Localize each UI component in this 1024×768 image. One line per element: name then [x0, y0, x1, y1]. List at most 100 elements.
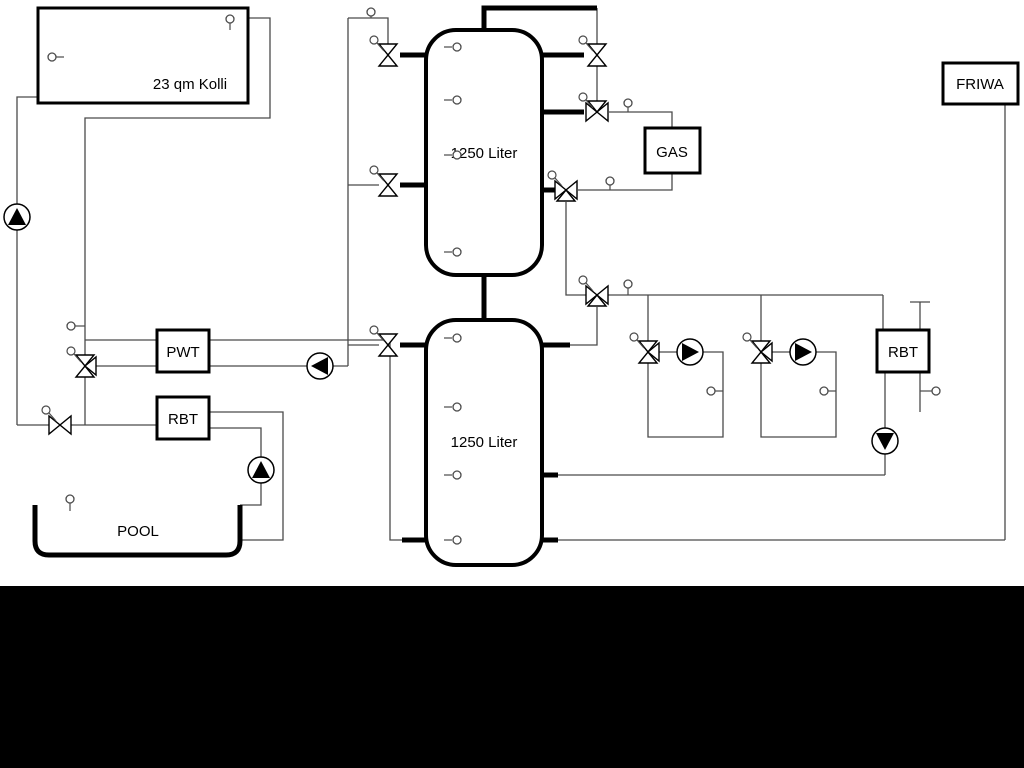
- valve-actuator-icon: [742, 332, 752, 342]
- tank1-mid-left-valve-icon: [377, 173, 399, 187]
- pump-direction-icon: [311, 357, 328, 375]
- tank1-top-right-valve-icon: [586, 53, 608, 67]
- distribution-three-way-valve-icon: [595, 284, 609, 306]
- gas-return-three-way-valve-icon: [555, 188, 577, 202]
- pool-label: POOL: [117, 523, 159, 540]
- temperature-sensor-icon: [452, 42, 462, 52]
- valve-actuator-stem: [585, 282, 594, 292]
- gas-supply-three-way-valve-icon: [586, 100, 608, 114]
- pipe: [760, 351, 837, 438]
- temperature-sensor-icon: [452, 333, 462, 343]
- valve-actuator-icon: [66, 346, 76, 356]
- heat-exchanger-rbt-right: RBT: [875, 328, 931, 374]
- temperature-sensor-icon: [605, 176, 615, 186]
- valve-actuator-stem: [636, 339, 645, 349]
- solar-three-way-valve-icon: [74, 364, 96, 378]
- gas-supply-three-way-valve-icon: [595, 101, 609, 123]
- valve-actuator-stem: [749, 339, 758, 349]
- valve-actuator-icon: [369, 325, 379, 335]
- pump-direction-icon: [876, 433, 894, 450]
- valve-actuator-icon: [41, 405, 51, 415]
- friwa-label: FRIWA: [956, 76, 1004, 93]
- tank2-top-left-valve-icon: [377, 343, 399, 357]
- pool-supply-valve-icon: [48, 414, 62, 436]
- gas-supply-three-way-valve-icon: [585, 101, 599, 123]
- temperature-sensor-icon: [452, 95, 462, 105]
- temperature-sensor-icon: [47, 52, 57, 62]
- temperature-sensor-icon: [452, 470, 462, 480]
- pipe: [84, 17, 271, 340]
- friwa-station: FRIWA: [941, 61, 1020, 106]
- tank1-top-left-valve-icon: [377, 53, 399, 67]
- hydraulic-schematic: 23 qm Kolli 1250 Liter 1250 Liter GAS FR: [0, 0, 1024, 586]
- valve-actuator-stem: [585, 99, 594, 109]
- pipe: [570, 307, 598, 346]
- gas-boiler: GAS: [643, 126, 702, 175]
- valve-actuator-icon: [547, 170, 557, 180]
- temperature-sensor-icon: [706, 386, 716, 396]
- pipe: [578, 173, 673, 191]
- temperature-sensor-icon: [66, 321, 76, 331]
- valve-actuator-icon: [369, 35, 379, 45]
- pump-direction-icon: [252, 461, 270, 478]
- temperature-sensor-icon: [225, 14, 235, 24]
- pipe: [647, 351, 724, 438]
- circuit-1-mixing-valve-icon: [637, 340, 659, 354]
- temperature-sensor-icon: [623, 279, 633, 289]
- gas-return-three-way-valve-icon: [554, 179, 568, 201]
- temperature-sensor-icon: [623, 98, 633, 108]
- circuit-2-mixing-valve-icon: [759, 341, 773, 363]
- temperature-sensor-icon: [452, 247, 462, 257]
- circuit-2-mixing-valve-icon: [750, 350, 772, 364]
- pump-direction-icon: [682, 343, 699, 361]
- tank2-top-left-valve-icon: [377, 333, 399, 347]
- valve-actuator-stem: [554, 177, 563, 187]
- schematic-canvas: 23 qm Kolli 1250 Liter 1250 Liter GAS FR: [3, 5, 1020, 567]
- pipe: [16, 96, 38, 425]
- heat-exchanger-pwt: PWT: [155, 328, 211, 374]
- temperature-sensor-icon: [366, 7, 376, 17]
- buffer-tank-1: 1250 Liter: [424, 28, 544, 277]
- valve-actuator-icon: [578, 275, 588, 285]
- valve-actuator-stem: [376, 172, 385, 182]
- solar-three-way-valve-icon: [83, 355, 97, 377]
- circuit-2-mixing-valve-icon: [750, 340, 772, 354]
- circuit-1-mixing-valve-icon: [646, 341, 660, 363]
- valve-actuator-icon: [578, 35, 588, 45]
- temperature-sensor-icon: [931, 386, 941, 396]
- pipe: [565, 202, 586, 296]
- temperature-sensor-icon: [65, 494, 75, 504]
- tank1-top-right-valve-icon: [586, 43, 608, 57]
- buffer-tank-1-label: 1250 Liter: [451, 145, 518, 162]
- pool-basin: POOL: [32, 505, 243, 558]
- tank1-mid-left-valve-icon: [377, 183, 399, 197]
- rbt-left-label: RBT: [168, 411, 198, 428]
- valve-actuator-icon: [629, 332, 639, 342]
- pump-direction-icon: [795, 343, 812, 361]
- valve-actuator-stem: [48, 412, 57, 422]
- pipe: [348, 17, 389, 44]
- pool-supply-valve-icon: [58, 414, 72, 436]
- temperature-sensor-icon: [819, 386, 829, 396]
- distribution-three-way-valve-icon: [586, 293, 608, 307]
- gas-boiler-label: GAS: [656, 144, 688, 161]
- distribution-three-way-valve-icon: [585, 284, 599, 306]
- valve-actuator-icon: [578, 92, 588, 102]
- heat-exchanger-rbt-left: RBT: [155, 395, 211, 441]
- buffer-tank-2-label: 1250 Liter: [451, 434, 518, 451]
- main-header-pipe: [481, 5, 597, 32]
- pipe: [209, 411, 284, 541]
- circuit-1-mixing-valve-icon: [637, 350, 659, 364]
- temperature-sensor-icon: [452, 535, 462, 545]
- components-layer: 23 qm Kolli 1250 Liter 1250 Liter GAS FR: [32, 6, 1020, 567]
- solar-three-way-valve-icon: [74, 354, 96, 368]
- valve-actuator-stem: [585, 42, 594, 52]
- pipes-thick: [400, 5, 597, 543]
- pipe: [609, 111, 673, 128]
- valve-actuator-stem: [73, 353, 82, 363]
- solar-collector: 23 qm Kolli: [36, 6, 250, 105]
- temperature-sensor-icon: [452, 150, 462, 160]
- rbt-right-label: RBT: [888, 344, 918, 361]
- pump-direction-icon: [8, 208, 26, 225]
